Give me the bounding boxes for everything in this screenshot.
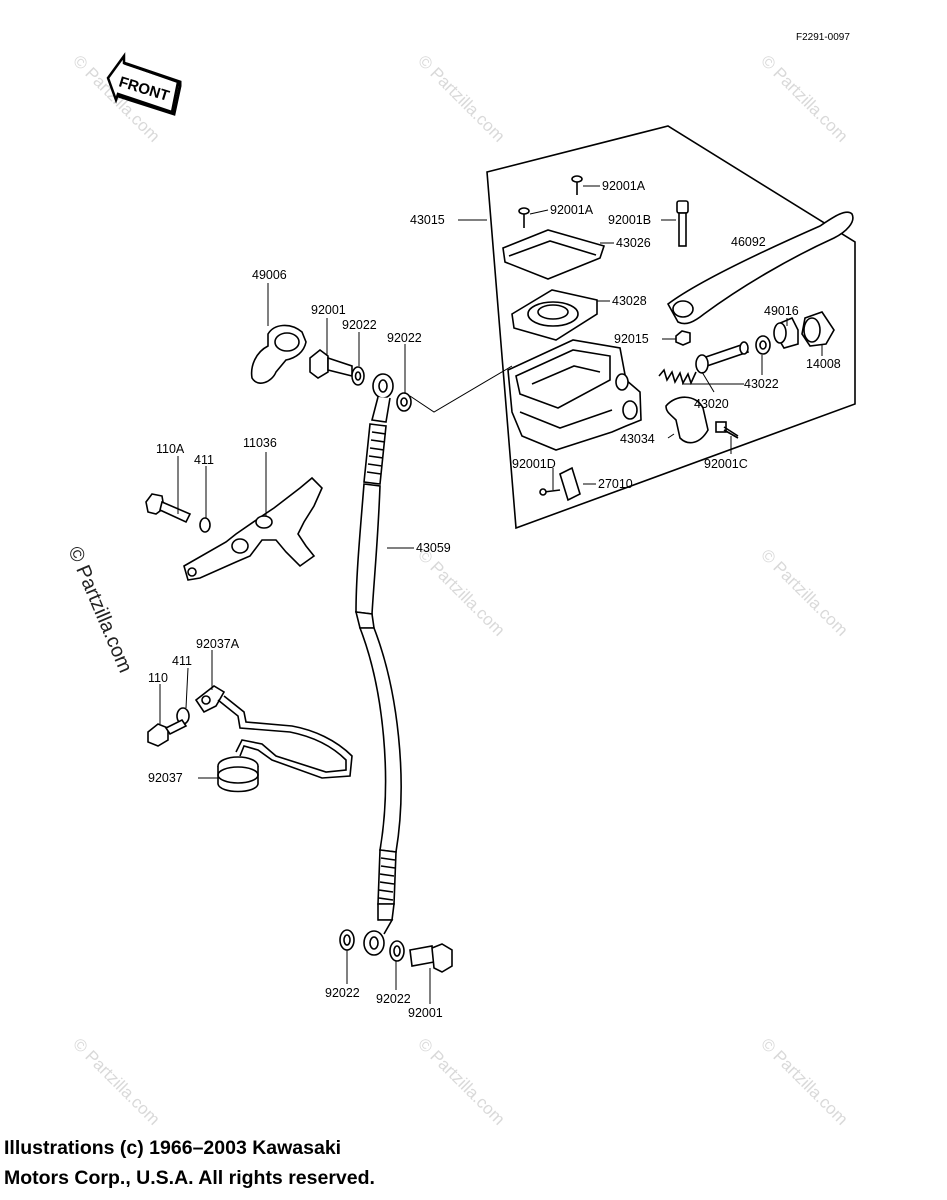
label-92015: 92015 bbox=[614, 332, 649, 346]
pin-92001b bbox=[676, 200, 689, 247]
label-110: 110 bbox=[148, 671, 168, 685]
bushing-49016 bbox=[773, 316, 799, 349]
bolt-92001c bbox=[715, 421, 739, 439]
master-cylinder-body bbox=[507, 339, 642, 451]
label-49006: 49006 bbox=[252, 268, 287, 282]
screw-92001a-1 bbox=[571, 175, 583, 195]
bolt-110a bbox=[145, 493, 192, 524]
watermark: © Partzilla.com bbox=[69, 1034, 163, 1128]
label-43034: 43034 bbox=[620, 432, 655, 446]
piston-43020 bbox=[695, 341, 750, 374]
banjo-bolt-92001-bottom bbox=[409, 943, 453, 973]
copyright-line-1: Illustrations (c) 1966–2003 Kawasaki bbox=[4, 1137, 342, 1159]
washer-92022-c bbox=[339, 929, 355, 951]
nut-92015 bbox=[675, 330, 691, 346]
watermark: © Partzilla.com bbox=[757, 545, 851, 639]
diaphragm-43028 bbox=[511, 289, 598, 341]
label-92037a: 92037A bbox=[196, 637, 240, 651]
diagram-ref-code: F2291-0097 bbox=[796, 32, 850, 43]
screw-92001a-2 bbox=[518, 207, 530, 228]
label-110a: 110A bbox=[156, 442, 185, 456]
label-46092: 46092 bbox=[731, 235, 766, 249]
front-arrow-icon: FRONT bbox=[106, 52, 182, 116]
label-92022-d: 92022 bbox=[376, 992, 411, 1006]
label-92001a-1: 92001A bbox=[602, 179, 646, 193]
label-27010: 27010 bbox=[598, 477, 633, 491]
label-43026: 43026 bbox=[616, 236, 651, 250]
brake-lever-46092 bbox=[666, 211, 854, 325]
part-labels: 43015 92001A 92001A 92001B 43026 46092 4… bbox=[148, 179, 841, 1020]
label-92037: 92037 bbox=[148, 771, 183, 785]
washer-43022 bbox=[755, 335, 771, 355]
label-43020: 43020 bbox=[694, 397, 729, 411]
watermark: © Partzilla.com bbox=[757, 1034, 851, 1128]
washer-411-a bbox=[199, 517, 211, 533]
watermark: © Partzilla.com bbox=[757, 51, 851, 145]
brake-hose-43059 bbox=[354, 423, 402, 921]
washer-92022-d bbox=[389, 940, 405, 962]
boot-49006 bbox=[250, 324, 307, 384]
label-411-b: 411 bbox=[172, 654, 192, 668]
label-92001b: 92001B bbox=[608, 213, 651, 227]
label-92001c: 92001C bbox=[704, 457, 748, 471]
label-43015: 43015 bbox=[410, 213, 445, 227]
label-43022: 43022 bbox=[744, 377, 779, 391]
spring bbox=[658, 368, 697, 386]
label-92022-a: 92022 bbox=[342, 318, 377, 332]
label-43059: 43059 bbox=[416, 541, 451, 555]
grommet-92037 bbox=[217, 756, 259, 793]
switch-27010 bbox=[539, 466, 581, 502]
label-92001d: 92001D bbox=[512, 457, 556, 471]
label-43028: 43028 bbox=[612, 294, 647, 308]
assembly-outline bbox=[486, 125, 856, 530]
cover-14008 bbox=[801, 311, 835, 347]
watermark: © Partzilla.com bbox=[414, 51, 508, 145]
watermark-dark: © Partzilla.com bbox=[63, 543, 136, 676]
banjo-fitting-bottom bbox=[363, 919, 394, 956]
label-49016: 49016 bbox=[764, 304, 799, 318]
label-92001a-2: 92001A bbox=[550, 203, 594, 217]
copyright-line-2: Motors Corp., U.S.A. All rights reserved… bbox=[4, 1167, 375, 1189]
watermark: © Partzilla.com bbox=[414, 1034, 508, 1128]
label-411-a: 411 bbox=[194, 453, 214, 467]
copyright-notice: Illustrations (c) 1966–2003 Kawasaki Mot… bbox=[4, 1133, 944, 1193]
watermark-layer: © Partzilla.com © Partzilla.com © Partzi… bbox=[63, 51, 851, 1128]
label-92001-top: 92001 bbox=[311, 303, 346, 317]
label-92001-bottom: 92001 bbox=[408, 1006, 443, 1020]
banjo-bolt-92001-top bbox=[309, 348, 353, 379]
bolt-110 bbox=[147, 718, 188, 747]
washer-92022-b bbox=[396, 392, 412, 412]
leader-lines bbox=[159, 185, 823, 1004]
watermark: © Partzilla.com bbox=[414, 545, 508, 639]
label-92022-b: 92022 bbox=[387, 331, 422, 345]
label-14008: 14008 bbox=[806, 357, 841, 371]
label-11036: 11036 bbox=[243, 436, 277, 450]
washer-92022-a bbox=[351, 366, 365, 386]
reservoir-cap-43026 bbox=[502, 229, 606, 280]
clamp-43034 bbox=[665, 396, 709, 444]
clamp-92037a bbox=[194, 685, 226, 714]
banjo-fitting-top bbox=[370, 373, 394, 423]
wire-guide bbox=[217, 695, 353, 779]
bracket-11036 bbox=[183, 476, 323, 581]
label-92022-c: 92022 bbox=[325, 986, 360, 1000]
parts-drawings bbox=[145, 175, 854, 973]
